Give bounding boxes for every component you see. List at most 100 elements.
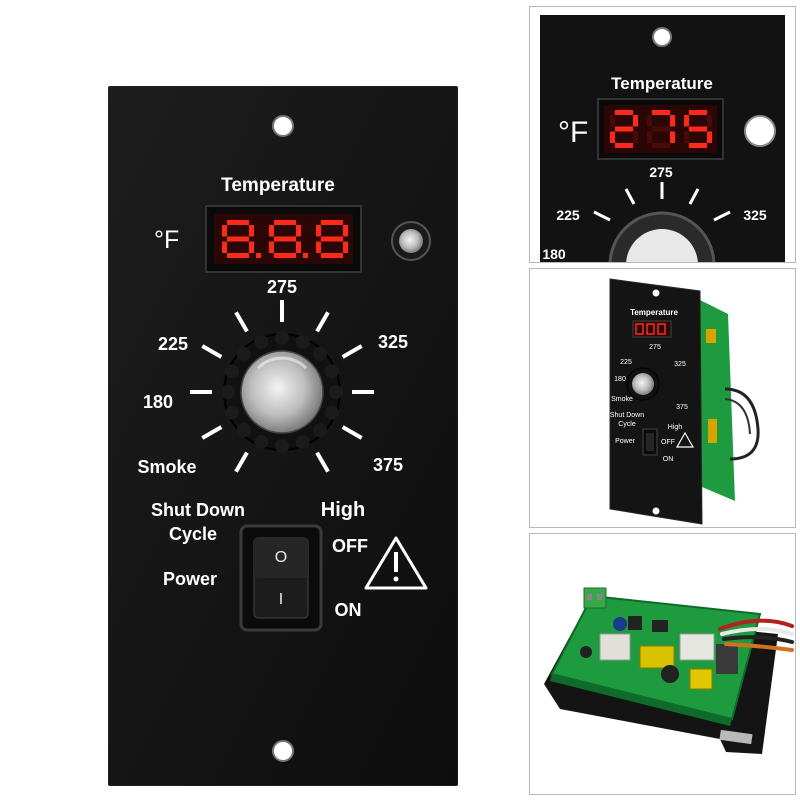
knob-ridge xyxy=(221,385,235,399)
display-segment xyxy=(610,115,615,127)
display-segment xyxy=(689,143,707,148)
display-segment xyxy=(296,225,301,237)
mounting-hole-bottom xyxy=(272,740,294,762)
display-segment xyxy=(227,253,249,258)
dial-label-275: 275 xyxy=(267,277,297,297)
angled-knob xyxy=(626,367,660,401)
knob-ridge xyxy=(236,423,251,438)
dial-label-375: 375 xyxy=(373,455,403,475)
display-segment xyxy=(316,241,321,253)
controller-panel-front: Temperature °F 275 225 325 180 Smoke 375… xyxy=(108,86,458,786)
dial-tick xyxy=(341,344,363,359)
display-segment xyxy=(269,225,274,237)
dial-tick xyxy=(201,425,223,440)
shutdown-label-line1: Shut Down xyxy=(151,500,245,520)
display-segment xyxy=(684,131,689,143)
warning-icon xyxy=(364,536,428,590)
display-segment xyxy=(274,236,296,242)
temperature-label: Temperature xyxy=(221,175,335,196)
angled-dial-label-225: 225 xyxy=(620,359,632,366)
switch-off-label: OFF xyxy=(332,536,368,556)
knob-ridge xyxy=(324,364,339,379)
display-segment xyxy=(647,115,652,127)
display-segment xyxy=(652,143,670,148)
knob-ridge xyxy=(324,405,339,420)
angled-dial-label-375: 375 xyxy=(676,404,688,411)
display-segment xyxy=(269,241,274,253)
angled-shutdown-line2: Cycle xyxy=(618,421,636,428)
display-segment xyxy=(647,131,652,143)
display-decimal-point xyxy=(256,253,261,258)
circuit-board-thumbnail xyxy=(529,533,796,795)
knob-ridge xyxy=(254,434,269,449)
knob-ridge xyxy=(313,346,328,361)
display-segment xyxy=(615,110,633,115)
dial-tick xyxy=(315,451,330,473)
display-segment xyxy=(343,225,348,237)
display-segment xyxy=(652,110,670,115)
display-segment xyxy=(222,225,227,237)
angled-dial-label-325: 325 xyxy=(674,361,686,368)
closeup-temperature-label: Temperature xyxy=(611,74,713,93)
display-segment xyxy=(670,115,675,127)
knob-ridge xyxy=(275,331,289,345)
angled-rocker-switch xyxy=(642,428,658,456)
shutdown-label-line2: Cycle xyxy=(169,524,217,544)
closeup-unit-label: °F xyxy=(558,116,588,149)
closeup-dial-label-325: 325 xyxy=(743,207,767,223)
power-rocker-switch[interactable]: O I xyxy=(239,524,323,632)
dial-tick xyxy=(234,311,249,333)
display-segment xyxy=(274,253,296,258)
display-decimal-point xyxy=(303,253,308,258)
display-segment xyxy=(689,126,707,132)
dial-tick-marks xyxy=(190,300,374,473)
knob-ridge xyxy=(225,364,240,379)
knob-ridge xyxy=(254,335,269,350)
closeup-knob xyxy=(608,211,716,262)
angled-switch-off: OFF xyxy=(661,439,675,446)
switch-off-symbol: O xyxy=(275,549,287,566)
closeup-dial-label-275: 275 xyxy=(649,164,673,180)
display-segment xyxy=(227,236,249,242)
closeup-thumbnail: Temperature °F 275 225 325 180 xyxy=(529,6,796,263)
angled-dial-label-180: 180 xyxy=(614,376,626,383)
display-segment xyxy=(321,236,343,242)
dial-label-180: 180 xyxy=(143,392,173,412)
temperature-display xyxy=(205,205,362,273)
display-segment xyxy=(274,220,296,225)
dial-label-225: 225 xyxy=(158,334,188,354)
angled-view-thumbnail: Temperature 275 225 325 180 375 Smoke Hi… xyxy=(529,268,796,528)
switch-on-label: ON xyxy=(335,600,362,620)
angled-temperature-display xyxy=(632,320,672,338)
mounting-hole-top xyxy=(272,115,294,137)
display-segment xyxy=(227,220,249,225)
display-segment xyxy=(615,126,633,132)
display-segment xyxy=(652,126,670,132)
display-segment xyxy=(321,253,343,258)
angled-dial-label-high: High xyxy=(668,424,683,431)
display-segment xyxy=(321,220,343,225)
angled-dial-label-smoke: Smoke xyxy=(611,396,633,403)
display-segment xyxy=(316,225,321,237)
angled-temperature-label: Temperature xyxy=(630,308,678,317)
dial-label-smoke: Smoke xyxy=(137,457,196,477)
display-segment xyxy=(249,225,254,237)
circuit-board xyxy=(550,587,762,726)
knob-ridge xyxy=(295,434,310,449)
dial-tick xyxy=(234,451,249,473)
angled-shutdown-line1: Shut Down xyxy=(610,412,644,419)
display-segment xyxy=(670,131,675,143)
product-sticker xyxy=(719,729,753,745)
display-segment xyxy=(684,115,689,127)
display-segment xyxy=(615,143,633,148)
dial-label-325: 325 xyxy=(378,332,408,352)
display-segment xyxy=(707,115,712,127)
knob-ridge xyxy=(225,405,240,420)
knob-ridge xyxy=(313,423,328,438)
unit-label: °F xyxy=(154,226,179,254)
dial-label-high: High xyxy=(321,499,365,521)
knob-ridge xyxy=(295,335,310,350)
power-label: Power xyxy=(163,569,217,589)
display-segment xyxy=(343,241,348,253)
temperature-knob[interactable] xyxy=(221,331,343,453)
